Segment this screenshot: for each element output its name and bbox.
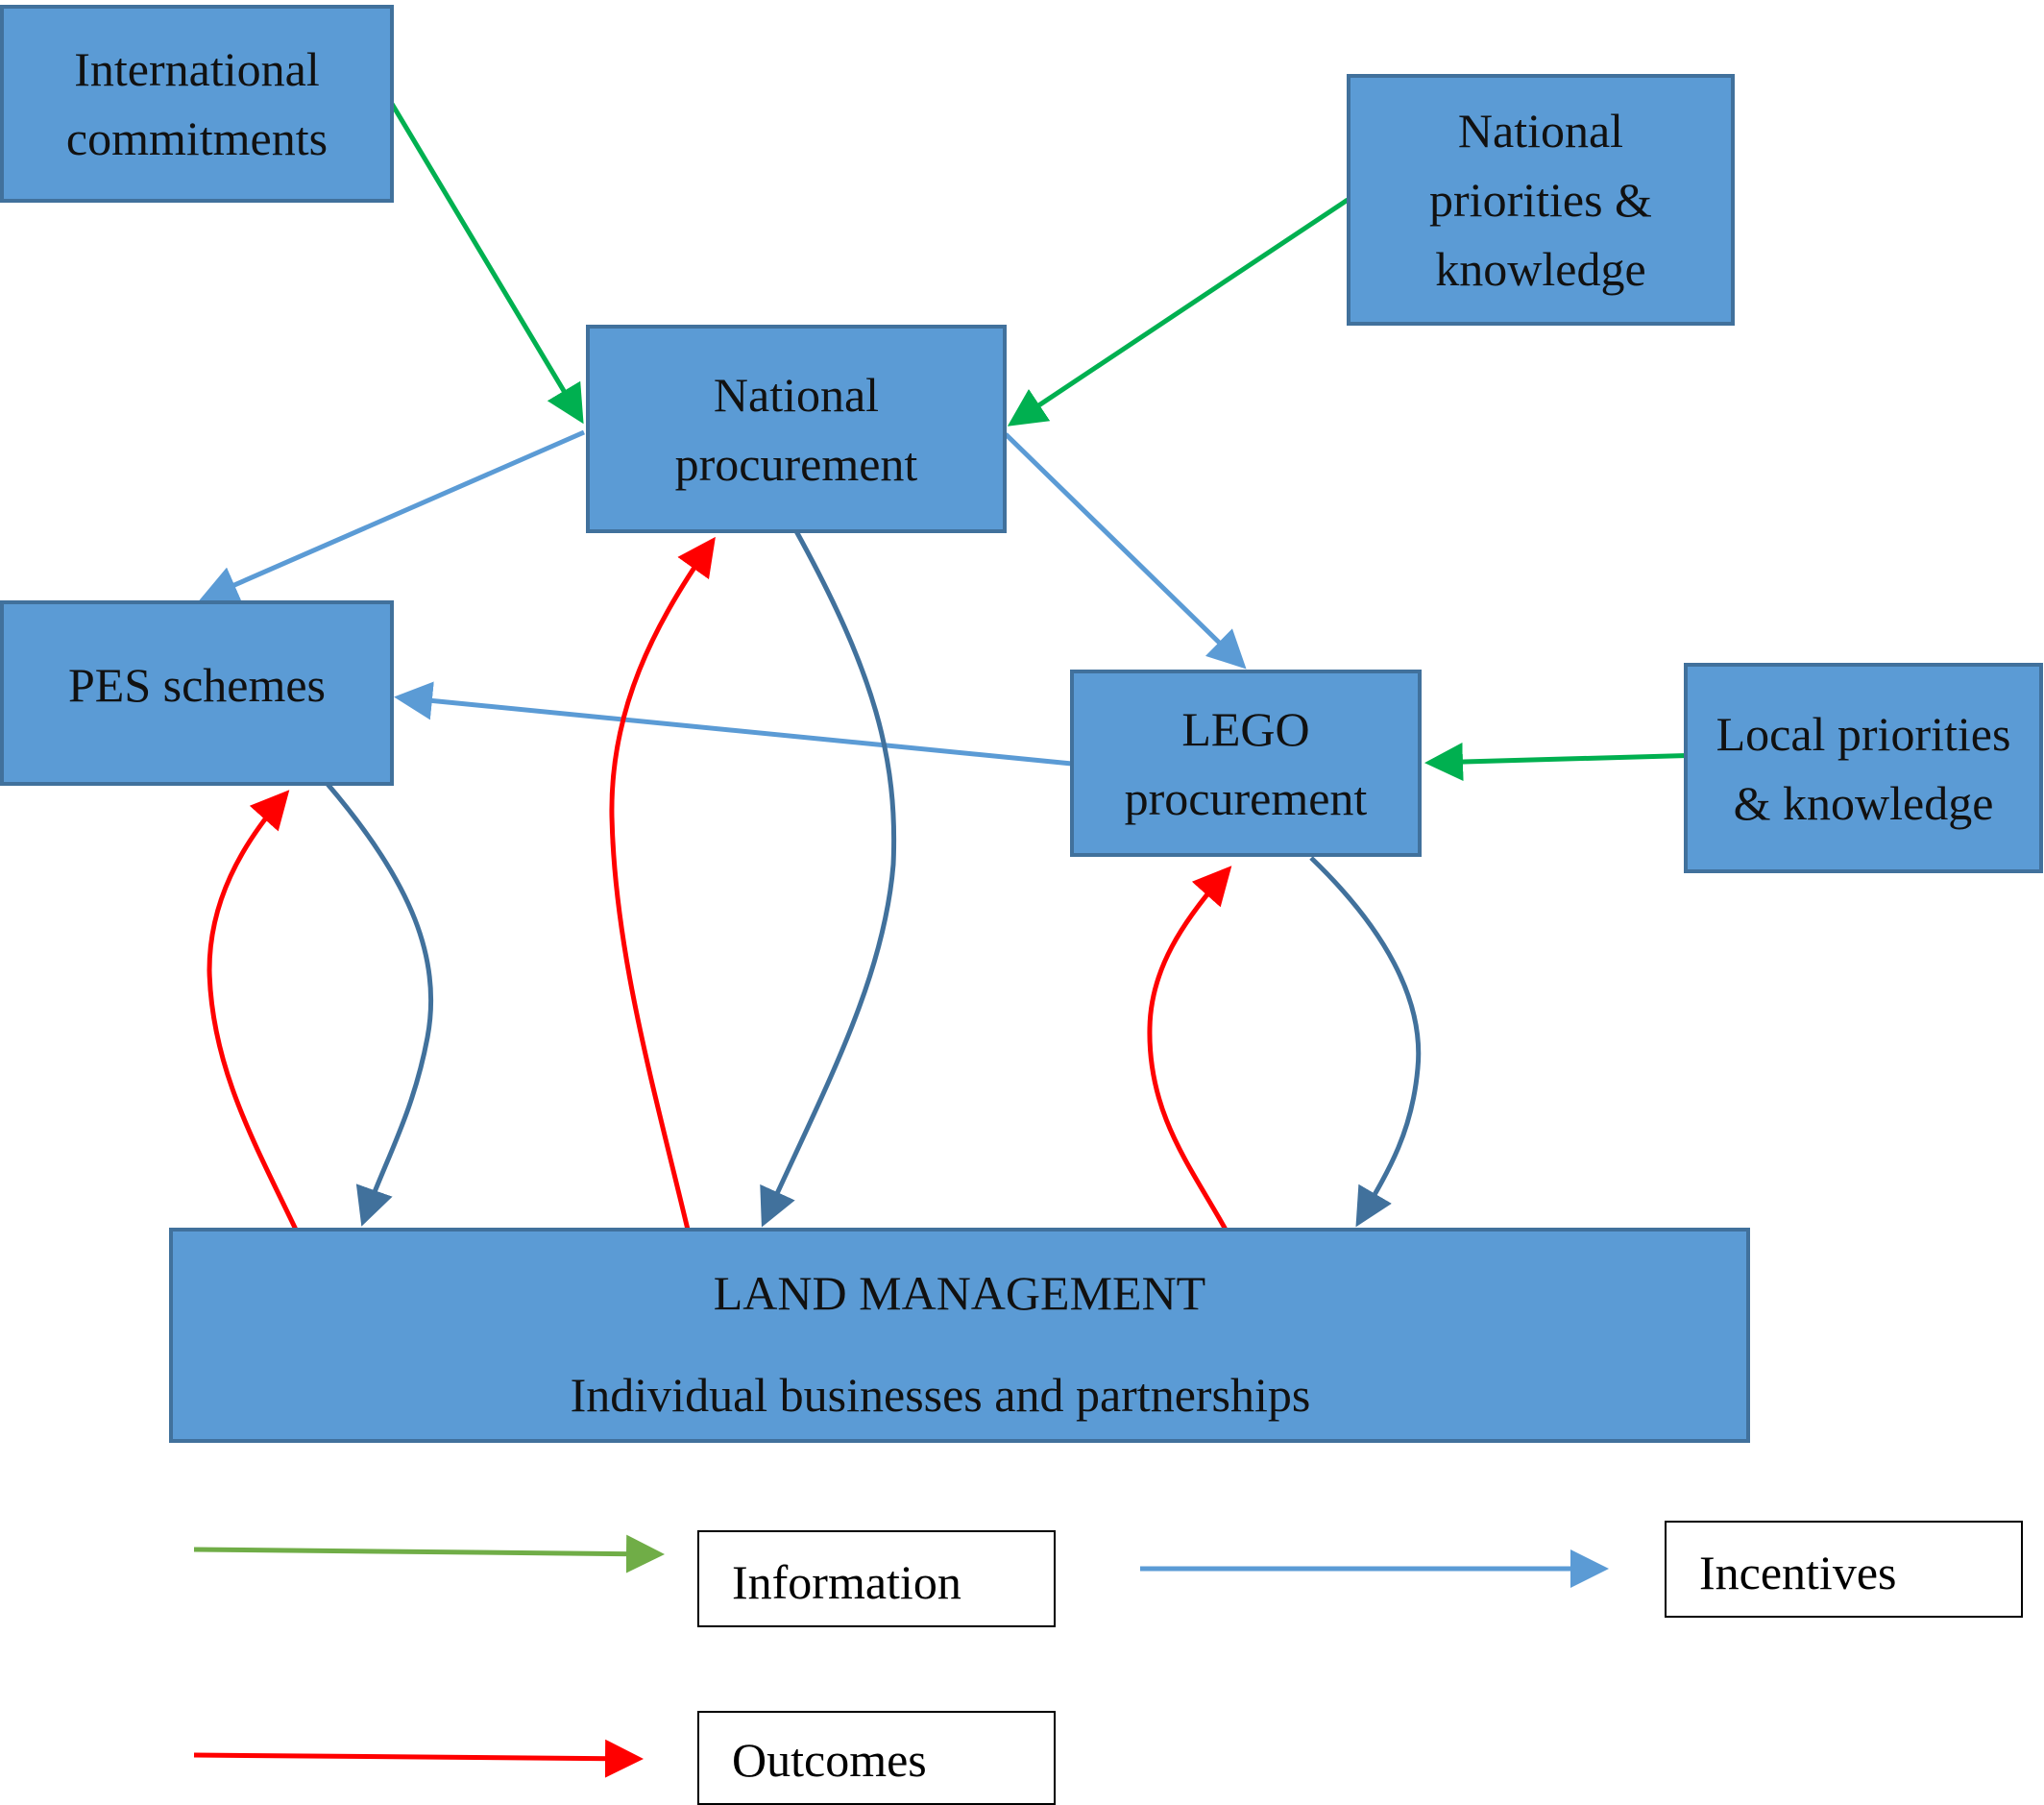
edge-lego-to-pes — [394, 681, 1073, 767]
edge-local-priorities-to-lego-procurement — [1424, 743, 1705, 782]
legend-incentives: Incentives — [1665, 1521, 2023, 1618]
node-national-priorities: National priorities & knowledge — [1347, 74, 1735, 326]
node-pes-schemes: PES schemes — [0, 600, 394, 786]
edge-national-priorities-to-national-procurement — [1007, 197, 1350, 427]
node-label: LEGO procurement — [1124, 701, 1368, 825]
edge-lego-to-land-management — [1309, 856, 1422, 1228]
node-label: National priorities & knowledge — [1429, 104, 1652, 296]
legend-outcomes-label: Outcomes — [732, 1733, 927, 1787]
edge-land-management-to-pes — [207, 790, 299, 1232]
legend-information-arrow — [193, 1534, 665, 1573]
legend-incentives-label: Incentives — [1699, 1546, 1897, 1599]
node-land-management: LAND MANAGEMENT Individual businesses an… — [169, 1228, 1750, 1443]
node-lego-procurement: LEGO procurement — [1070, 670, 1422, 857]
legend-information-label: Information — [732, 1555, 961, 1609]
edge-land-management-to-lego — [1147, 866, 1232, 1232]
legend-outcomes-arrow — [193, 1739, 644, 1778]
edge-national-procurement-to-land-management — [760, 529, 897, 1228]
node-label: National procurement — [674, 367, 918, 491]
node-label: Local priorities & knowledge — [1716, 706, 2011, 830]
edge-land-management-to-national-procurement — [609, 536, 716, 1231]
edge-pes-to-land-management — [325, 781, 434, 1227]
legend-information: Information — [697, 1530, 1056, 1627]
legend-outcomes: Outcomes — [697, 1711, 1056, 1805]
node-local-priorities: Local priorities & knowledge — [1684, 663, 2043, 873]
land-management-subtitle: Individual businesses and partnerships — [570, 1368, 1311, 1422]
node-national-procurement: National procurement — [586, 325, 1007, 533]
edge-national-procurement-to-lego — [1004, 432, 1247, 670]
land-management-title: LAND MANAGEMENT — [713, 1266, 1206, 1320]
edge-national-procurement-to-pes — [199, 429, 586, 603]
node-international-commitments: International commitments — [0, 5, 394, 203]
node-label: PES schemes — [67, 658, 327, 712]
node-label: International commitments — [65, 42, 328, 165]
edge-international-to-national-procurement — [389, 102, 584, 425]
